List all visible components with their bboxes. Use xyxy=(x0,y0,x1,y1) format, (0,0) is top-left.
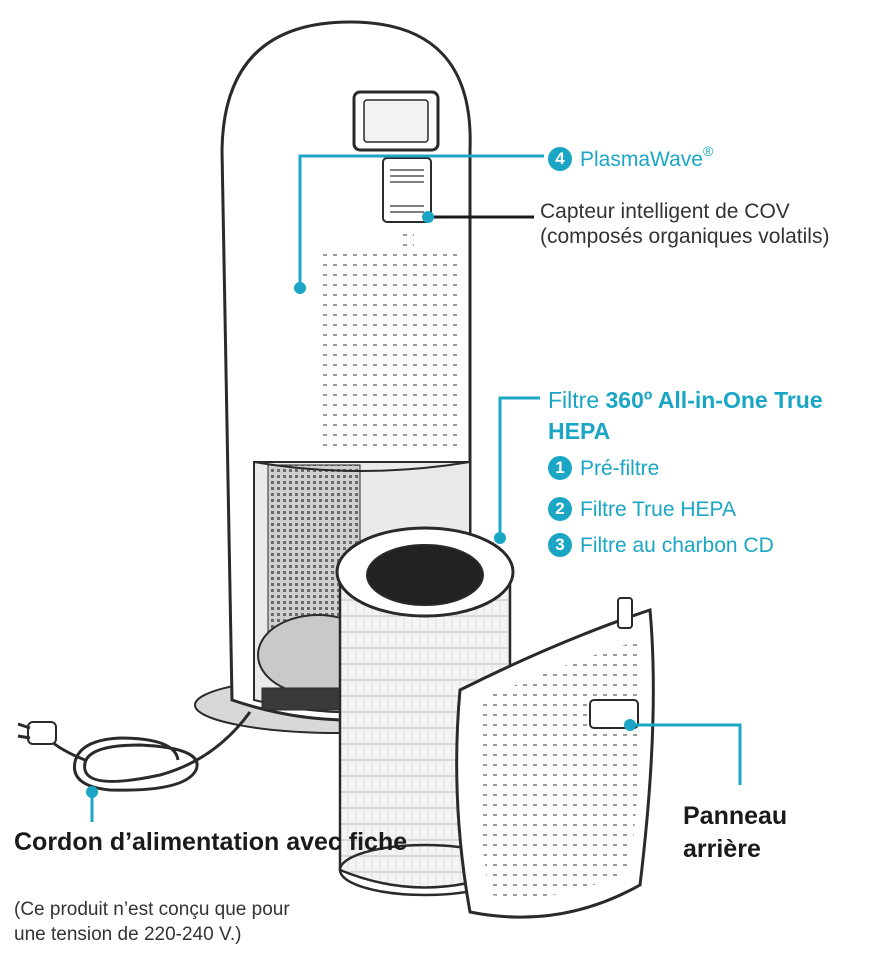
plasmawave-label: 4 PlasmaWave® xyxy=(548,143,713,173)
filter-layer-1: 1 Pré-filtre xyxy=(548,456,659,482)
voc-leader-dot xyxy=(422,211,434,223)
voc-sensor-label: Capteur intelligent de COV (composés org… xyxy=(540,200,829,250)
front-dot-grille xyxy=(318,250,458,450)
voc-sensor-line1: Capteur intelligent de COV xyxy=(540,200,790,223)
display-window-inner xyxy=(363,99,429,143)
power-cord-title-text: Cordon d’alimentation avec fiche xyxy=(14,828,408,856)
cord-leader-dot xyxy=(86,786,98,798)
number-badge-4: 4 xyxy=(548,147,572,171)
back-panel-clip xyxy=(617,597,633,629)
number-badge-1: 1 xyxy=(548,456,572,480)
filter-leader-dot xyxy=(494,532,506,544)
filter-tray xyxy=(261,687,343,711)
power-cord xyxy=(48,711,252,792)
filter-layer-2: 2 Filtre True HEPA xyxy=(548,497,736,523)
number-badge-3: 3 xyxy=(548,533,572,557)
filter-leader xyxy=(498,396,540,538)
back-panel-leader-dot xyxy=(624,719,636,731)
upper-housing-edge xyxy=(253,461,471,472)
registered-mark: ® xyxy=(702,143,714,159)
power-cord-note-line1: (Ce produit n’est conçu que pour xyxy=(14,899,290,920)
power-cord-note-line2: une tension de 220-240 V.) xyxy=(14,924,242,946)
voc-sensor-line2: (composés organiques volatils) xyxy=(540,224,830,248)
plug-icon xyxy=(17,721,57,745)
leader-lines xyxy=(86,154,742,822)
plasmawave-leader xyxy=(298,154,544,288)
filter-title: Filtre 360º All-in-One True HEPA xyxy=(548,385,888,447)
filter-layer-3: 3 Filtre au charbon CD xyxy=(548,533,774,559)
filter-title-bold: 360º All-in-One True HEPA xyxy=(548,387,823,445)
back-panel xyxy=(455,597,655,919)
filter-core-opening xyxy=(366,544,484,606)
back-panel-line1: Panneau xyxy=(683,802,788,830)
back-panel-leader xyxy=(630,723,742,785)
filter-layer-2-text: Filtre True HEPA xyxy=(580,498,736,521)
back-panel-label: Panneau arrière xyxy=(683,800,787,865)
filter-title-plain: Filtre xyxy=(548,387,606,413)
back-panel-line2: arrière xyxy=(683,834,761,863)
plasmawave-leader-dot xyxy=(294,282,306,294)
filter-layer-1-text: Pré-filtre xyxy=(580,457,660,480)
sensor-vents xyxy=(390,169,424,213)
filter-layer-3-text: Filtre au charbon CD xyxy=(580,534,774,557)
power-cord-title: Cordon d’alimentation avec fiche xyxy=(14,826,409,858)
indicator-lights xyxy=(402,228,414,258)
number-badge-2: 2 xyxy=(548,497,572,521)
plasmawave-text: PlasmaWave xyxy=(580,148,703,171)
power-cord-note: (Ce produit n’est conçu que pour une ten… xyxy=(14,897,290,947)
